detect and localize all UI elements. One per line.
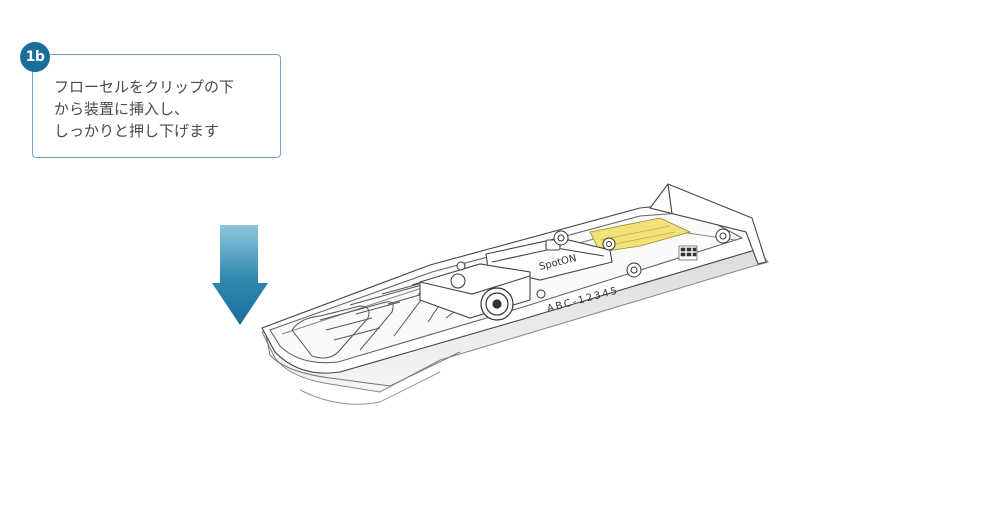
flow-cell-handle xyxy=(649,183,767,265)
instruction-text: フローセルをクリップの下 から装置に挿入し、 しっかりと押し下げます xyxy=(54,76,234,142)
instruction-line-2: から装置に挿入し、 xyxy=(54,100,190,118)
instruction-line-1: フローセルをクリップの下 xyxy=(54,78,235,96)
down-arrow-icon xyxy=(212,225,268,325)
sample-port xyxy=(480,287,514,321)
instruction-line-3: しっかりと押し下げます xyxy=(54,122,220,140)
chip-grid xyxy=(678,245,698,261)
screw-heads xyxy=(456,228,731,299)
instruction-callout: フローセルをクリップの下 から装置に挿入し、 しっかりと押し下げます xyxy=(32,54,281,158)
step-badge: 1b xyxy=(20,42,50,72)
